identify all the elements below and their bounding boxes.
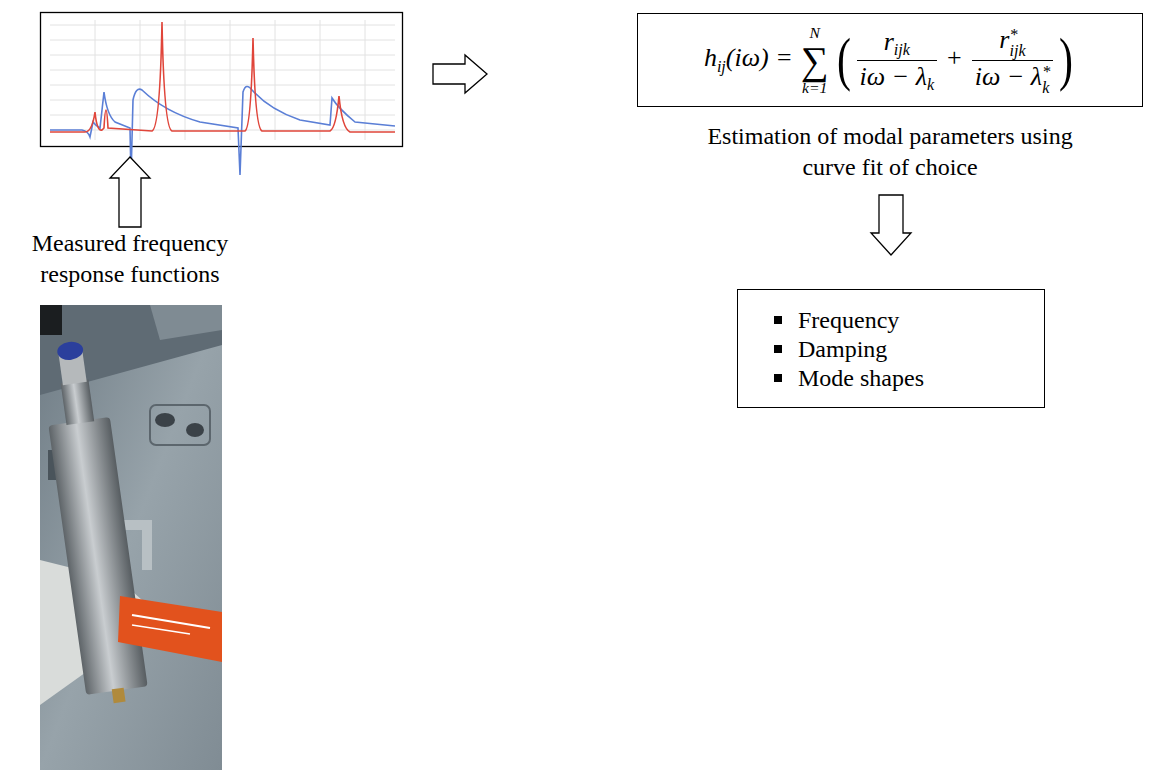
super-subscript: *k	[1042, 64, 1050, 96]
list-item: Frequency	[798, 307, 899, 333]
operator: +	[947, 43, 962, 72]
formula-term: iω − λ	[860, 62, 927, 91]
frf-chart	[41, 13, 403, 179]
denominator: iω − λ*k	[972, 61, 1053, 97]
sum-limit: N	[801, 25, 829, 41]
block-arrow	[110, 157, 150, 227]
denominator: iω − λk	[857, 61, 938, 95]
formula-subscript: ijk	[894, 41, 910, 58]
block-arrow	[871, 195, 911, 255]
list-row: Damping	[774, 335, 1024, 364]
fraction-bar	[972, 60, 1053, 61]
fraction: r*ijkiω − λ*k	[972, 24, 1053, 97]
bracket: )	[1059, 30, 1073, 90]
formula-symbol: r	[999, 25, 1009, 54]
figure-label: Measured frequency response functions	[15, 228, 245, 290]
summation: N∑k=1	[801, 25, 829, 95]
formula-box: hij(iω) =N∑k=1(rijkiω − λk+r*ijkiω − λ*k…	[637, 13, 1143, 107]
bracket: (	[837, 30, 851, 90]
bullet-square	[774, 316, 782, 324]
formula-subscript: k	[927, 76, 934, 93]
formula-superscript: *	[1009, 27, 1025, 43]
list-item: Damping	[798, 336, 887, 362]
list-row: Frequency	[774, 306, 1024, 335]
formula-subscript: k	[1042, 80, 1050, 96]
sum-sign: ∑	[801, 41, 829, 80]
numerator: r*ijk	[972, 24, 1053, 60]
bullet-square	[774, 374, 782, 382]
list-box: FrequencyDampingMode shapes	[737, 289, 1045, 408]
sum-limit: k=1	[801, 80, 829, 96]
formula-subscript: ijk	[1009, 43, 1025, 59]
formula-node: hij(iω) =N∑k=1(rijkiω − λk+r*ijkiω − λ*k…	[637, 13, 1143, 183]
super-subscript: *ijk	[1009, 27, 1025, 59]
fraction: rijkiω − λk	[857, 26, 938, 95]
caption-text: Estimation of modal parameters using cur…	[680, 121, 1100, 183]
hammer-photo	[40, 305, 222, 770]
bullet-square	[774, 345, 782, 353]
formula-symbol: r	[884, 27, 894, 56]
numerator: rijk	[857, 26, 938, 60]
list-row: Mode shapes	[774, 364, 1024, 393]
formula-symbol: h	[704, 43, 717, 72]
formula-superscript: *	[1042, 64, 1050, 80]
formula-term: iω − λ	[975, 62, 1042, 91]
parameter-box: FrequencyDampingMode shapes	[737, 289, 1045, 408]
fraction-bar	[857, 60, 938, 61]
formula-subscript: ij	[717, 58, 726, 75]
formula-term: (iω) =	[726, 43, 793, 72]
formula: hij(iω) =N∑k=1(rijkiω − λk+r*ijkiω − λ*k…	[704, 24, 1076, 97]
block-arrow	[433, 55, 487, 93]
list-item: Mode shapes	[798, 365, 924, 391]
